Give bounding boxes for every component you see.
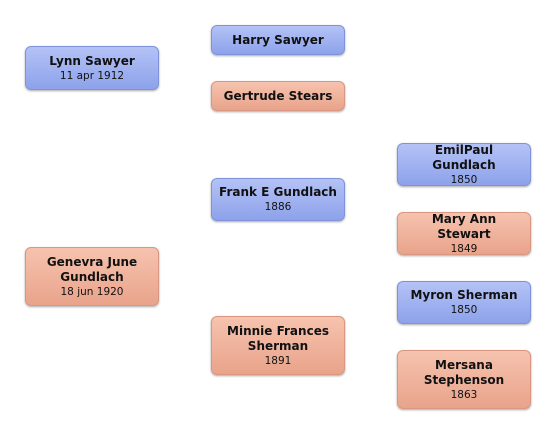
person-card-emilpaul-gundlach[interactable]: EmilPaul Gundlach 1850 bbox=[397, 143, 531, 186]
person-name: Myron Sherman bbox=[410, 288, 518, 302]
person-name: Minnie Frances Sherman bbox=[227, 323, 329, 353]
person-date: 18 jun 1920 bbox=[60, 285, 124, 298]
person-date: 1886 bbox=[264, 201, 292, 213]
person-date: 1850 bbox=[450, 304, 478, 316]
person-card-frank-e-gundlach[interactable]: Frank E Gundlach 1886 bbox=[211, 178, 345, 221]
person-name: Harry Sawyer bbox=[232, 32, 324, 47]
person-date: 1863 bbox=[450, 388, 478, 401]
person-name: Mersana Stephenson bbox=[423, 357, 505, 387]
person-card-myron-sherman[interactable]: Myron Sherman 1850 bbox=[397, 281, 531, 324]
person-card-gertrude-stears[interactable]: Gertrude Stears bbox=[211, 81, 345, 111]
person-card-harry-sawyer[interactable]: Harry Sawyer bbox=[211, 25, 345, 55]
person-card-mary-ann-stewart[interactable]: Mary Ann Stewart 1849 bbox=[397, 212, 531, 255]
person-name: EmilPaul Gundlach bbox=[432, 142, 496, 172]
person-card-genevra-june-gundlach[interactable]: Genevra June Gundlach 18 jun 1920 bbox=[25, 247, 159, 306]
person-name: Genevra June Gundlach bbox=[46, 254, 138, 284]
person-date: 1850 bbox=[450, 173, 478, 186]
person-card-minnie-frances-sherman[interactable]: Minnie Frances Sherman 1891 bbox=[211, 316, 345, 375]
person-name: Frank E Gundlach bbox=[219, 185, 337, 199]
person-date: 11 apr 1912 bbox=[59, 69, 125, 82]
person-date: 1891 bbox=[264, 354, 292, 367]
person-name: Lynn Sawyer bbox=[49, 53, 135, 68]
person-card-lynn-sawyer[interactable]: Lynn Sawyer 11 apr 1912 bbox=[25, 46, 159, 90]
person-name: Gertrude Stears bbox=[223, 88, 333, 103]
person-date: 1849 bbox=[450, 242, 478, 255]
person-card-mersana-stephenson[interactable]: Mersana Stephenson 1863 bbox=[397, 350, 531, 409]
person-name: Mary Ann Stewart bbox=[431, 211, 497, 241]
